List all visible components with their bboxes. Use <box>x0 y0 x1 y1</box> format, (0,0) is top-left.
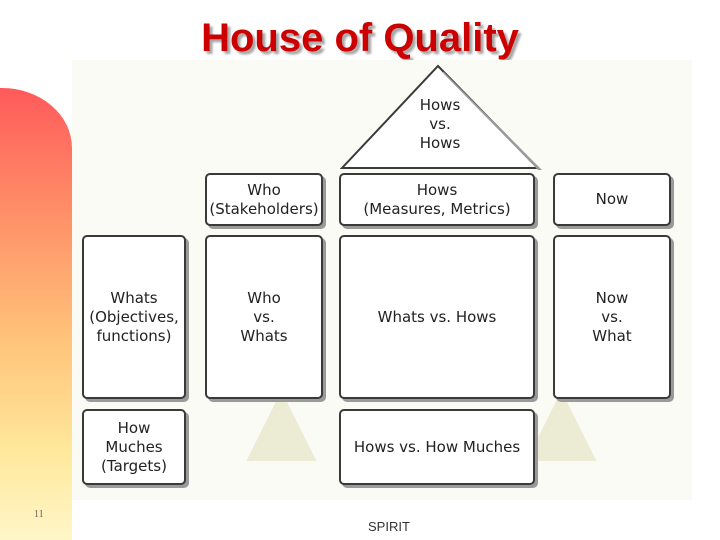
who-box: Who (Stakeholders) <box>205 173 323 226</box>
who-vs-whats-box: Who vs. Whats <box>205 235 323 399</box>
page-number: 11 <box>34 509 44 520</box>
decorative-sidebar-gradient <box>0 88 72 540</box>
whats-box: Whats (Objectives, functions) <box>82 235 186 399</box>
whats-vs-hows-box: Whats vs. Hows <box>339 235 535 399</box>
hows-vs-how-muches-box: Hows vs. How Muches <box>339 409 535 485</box>
roof-label: Hows vs. Hows <box>419 96 461 152</box>
hows-box: Hows (Measures, Metrics) <box>339 173 535 226</box>
footer-text: SPIRIT <box>368 519 410 534</box>
now-vs-what-box: Now vs. What <box>553 235 671 399</box>
now-box: Now <box>553 173 671 226</box>
how-muches-box: How Muches (Targets) <box>82 409 186 485</box>
slide-title: House of Quality <box>201 16 519 60</box>
roof-triangle <box>339 64 542 170</box>
